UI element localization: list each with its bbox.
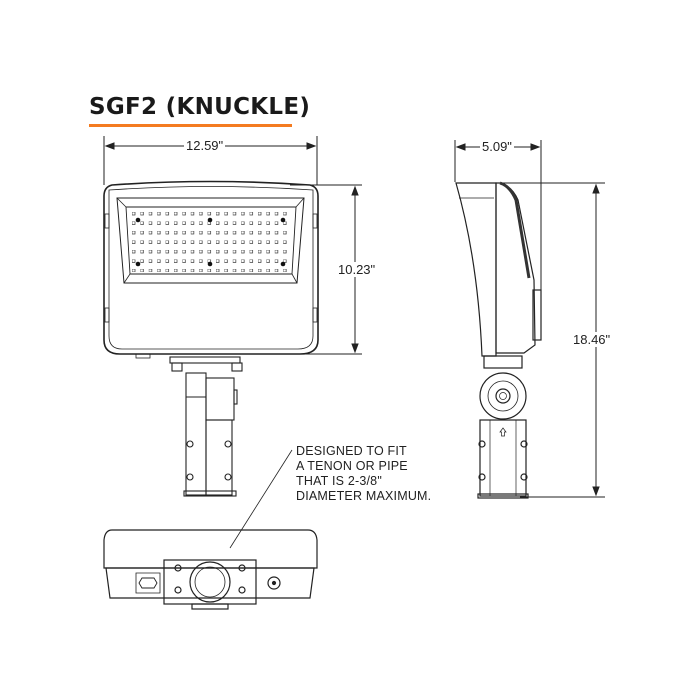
side-depth-dimension xyxy=(454,140,542,290)
front-height-label: 10.23" xyxy=(336,262,378,277)
page-title: SGF2 (KNUCKLE) xyxy=(89,94,311,120)
front-knuckle-mount xyxy=(135,353,243,497)
note-line: DIAMETER MAXIMUM. xyxy=(296,489,432,503)
side-depth-label: 5.09" xyxy=(480,139,514,154)
bottom-view xyxy=(103,529,318,610)
note-line: A TENON OR PIPE xyxy=(296,459,408,473)
side-height-label: 18.46" xyxy=(571,332,613,347)
leader-line xyxy=(229,449,293,549)
front-width-label: 12.59" xyxy=(184,138,226,153)
front-view xyxy=(103,180,319,355)
tenon-note: DESIGNED TO FIT A TENON OR PIPE THAT IS … xyxy=(296,444,431,504)
led-markers xyxy=(135,217,286,267)
note-line: THAT IS 2-3/8" xyxy=(296,474,382,488)
title-underline xyxy=(89,124,292,127)
side-view xyxy=(455,181,542,499)
note-line: DESIGNED TO FIT xyxy=(296,444,407,458)
